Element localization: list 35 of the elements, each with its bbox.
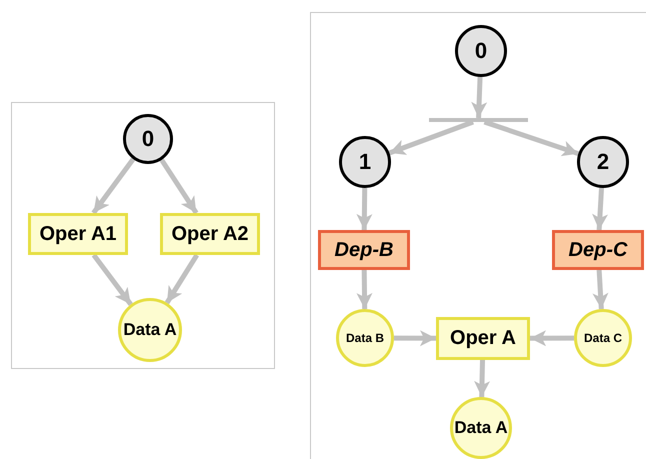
node-label: Data C (584, 330, 622, 346)
fork-bar (429, 118, 528, 122)
node-label: Dep-C (568, 238, 628, 262)
operation-box (28, 213, 128, 255)
arrow (474, 360, 490, 398)
arrow (356, 188, 372, 230)
node-label: Data A (123, 319, 177, 341)
panel-frame (310, 12, 646, 459)
node-label: 1 (358, 148, 372, 176)
dependency-box (552, 230, 644, 270)
node-label: Dep-B (334, 238, 394, 262)
arrow (484, 120, 580, 156)
arrow (91, 158, 136, 214)
node-label: Oper A (450, 326, 516, 351)
arrow (592, 188, 608, 230)
node-label: 2 (596, 148, 610, 176)
node-label: Data A (454, 417, 508, 439)
operation-box (160, 213, 260, 255)
arrow (388, 120, 474, 156)
node-label: Data B (346, 330, 384, 346)
arrow (356, 270, 372, 310)
node-label: 0 (474, 37, 488, 65)
arrow (471, 76, 488, 118)
operation-box (436, 317, 530, 360)
arrow (92, 254, 133, 306)
arrow (530, 330, 574, 346)
arrow (394, 330, 436, 346)
arrow (164, 254, 199, 304)
node-label: Oper A1 (39, 222, 117, 246)
node-label: 0 (142, 125, 154, 153)
panel-frame (11, 102, 275, 369)
dependency-box (318, 230, 410, 270)
node-label: Oper A2 (171, 222, 249, 246)
arrow (160, 158, 198, 214)
arrow (592, 270, 608, 310)
